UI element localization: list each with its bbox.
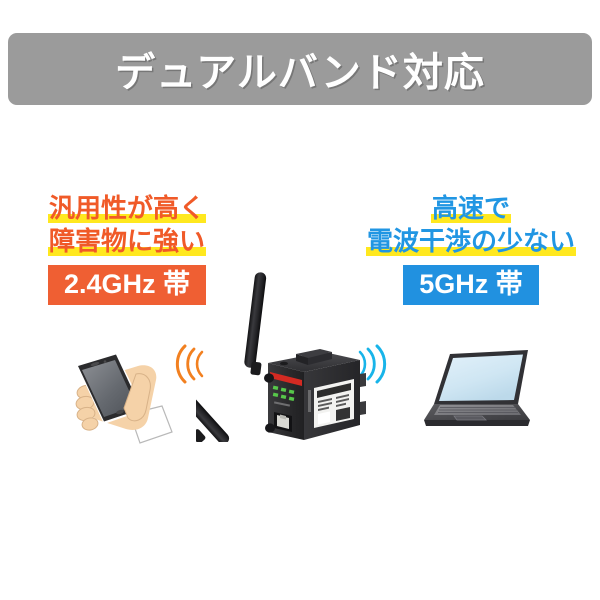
device-front-print <box>273 401 291 407</box>
antenna-connector-lower <box>265 423 275 433</box>
antenna-vertical <box>244 272 267 376</box>
device-top-connector <box>296 349 332 365</box>
page-title: デュアルバンド対応 <box>115 51 485 95</box>
feature-right-line-1: 高速で <box>430 193 511 223</box>
phone-speaker <box>90 361 100 367</box>
mount-tab-bottom <box>360 401 366 415</box>
antenna-connector-upper <box>264 373 274 383</box>
wireless-signal-arcs-left-icon <box>172 343 206 390</box>
smartphone-in-hand <box>62 344 180 461</box>
band-badge-2-4ghz: 2.4GHz 帯 <box>47 265 207 305</box>
hand-thumb <box>123 373 151 422</box>
feature-left-line-1: 汎用性が高く <box>47 193 206 223</box>
wireless-access-point <box>166 262 376 447</box>
band-badge-5ghz: 5GHz 帯 <box>403 265 539 305</box>
laptop-computer <box>418 346 544 451</box>
led-indicators <box>272 385 295 401</box>
feature-block-5ghz: 高速で 電波干渉の少ない 5GHz 帯 <box>356 192 586 305</box>
feature-right-line-2: 電波干渉の少ない <box>365 226 576 256</box>
mount-tab-top <box>360 373 366 387</box>
header-banner: デュアルバンド対応 <box>8 33 592 105</box>
keyboard-key-lines <box>438 407 518 413</box>
laptop-trackpad <box>453 415 487 421</box>
phone-screen <box>82 360 136 417</box>
laptop-lid <box>434 350 528 404</box>
phone-camera <box>103 360 107 363</box>
device-top-button <box>280 361 288 366</box>
laptop-screen <box>439 354 523 401</box>
ethernet-port <box>274 412 292 432</box>
product-label <box>314 379 354 428</box>
feature-block-2-4ghz: 汎用性が高く 障害物に強い 2.4GHz 帯 <box>12 192 242 305</box>
accent-stripe <box>270 372 302 386</box>
label-barcode <box>336 407 350 421</box>
device-side-print <box>308 390 311 412</box>
phone-home-button <box>116 409 124 415</box>
feature-left-line-2: 障害物に強い <box>47 226 206 256</box>
antenna-diagonal <box>166 375 230 445</box>
